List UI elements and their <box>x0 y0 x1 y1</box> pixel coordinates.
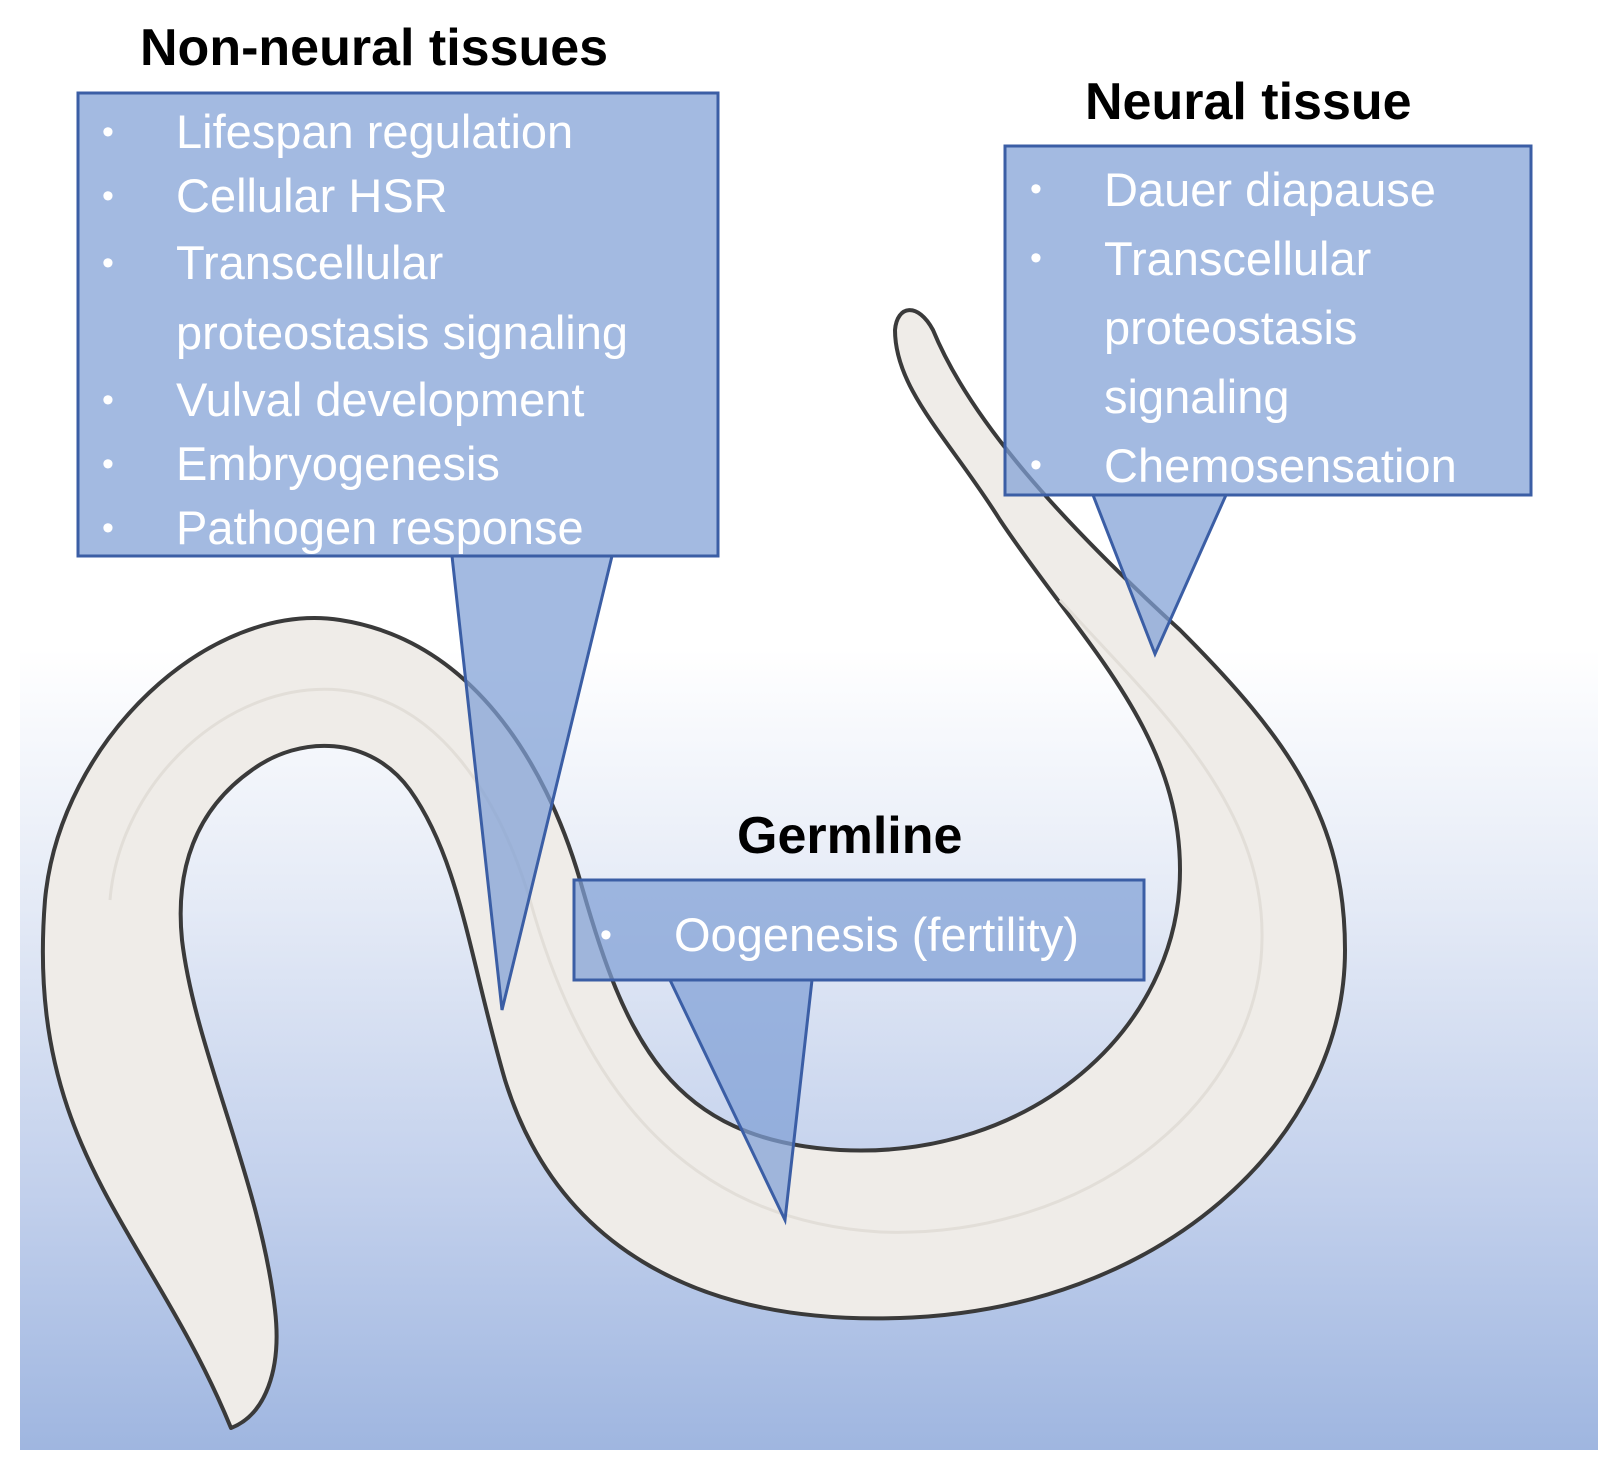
bullet-icon: • <box>600 916 612 954</box>
neural-callout-box <box>1003 144 1533 497</box>
bullet-icon: • <box>102 113 114 151</box>
neural-list: •Dauer diapause •Transcellular proteosta… <box>1008 155 1518 500</box>
list-item: •Oogenesis (fertility) <box>578 903 1138 967</box>
list-item: •Lifespan regulation <box>80 100 700 164</box>
worm-inner-line <box>108 598 1264 1234</box>
list-item: •Embryogenesis <box>80 432 700 496</box>
bullet-icon: • <box>102 509 114 547</box>
bullet-icon: • <box>102 177 114 215</box>
germline-heading: Germline <box>737 807 963 865</box>
non-neural-list: •Lifespan regulation •Cellular HSR •Tran… <box>80 100 700 560</box>
germline-callout-tail <box>667 978 814 1226</box>
list-item: •Dauer diapause <box>1008 155 1518 224</box>
bullet-icon: • <box>1030 170 1042 208</box>
list-item: •Vulval development <box>80 368 700 432</box>
non-neural-callout-box <box>76 91 720 558</box>
neural-callout <box>1003 144 1533 658</box>
neural-heading: Neural tissue <box>1085 73 1412 131</box>
list-item: •Chemosensation <box>1008 431 1518 500</box>
non-neural-callout <box>76 91 720 1011</box>
germline-list: •Oogenesis (fertility) <box>578 903 1138 967</box>
non-neural-heading: Non-neural tissues <box>140 19 609 77</box>
list-item: •Transcellular proteostasis signaling <box>80 228 700 368</box>
bullet-icon: • <box>1030 446 1042 484</box>
bullet-icon: • <box>1030 239 1042 277</box>
list-item: •Transcellular proteostasis signaling <box>1008 224 1518 431</box>
bullet-icon: • <box>102 381 114 419</box>
neural-callout-tail <box>1090 493 1229 658</box>
germline-callout-box <box>572 878 1146 982</box>
bullet-icon: • <box>102 445 114 483</box>
list-item: •Cellular HSR <box>80 164 700 228</box>
germline-callout <box>572 878 1146 1226</box>
bullet-icon: • <box>102 244 114 282</box>
list-item: •Pathogen response <box>80 496 700 560</box>
